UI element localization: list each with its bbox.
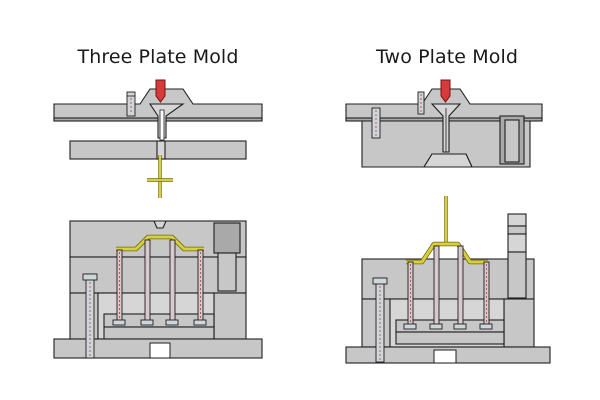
three-plate-mold-title: Three Plate Mold — [77, 46, 239, 68]
guide-pillar-icon — [372, 277, 388, 363]
bolt-icon — [126, 91, 136, 117]
two-plate-mold-title: Two Plate Mold — [376, 46, 518, 68]
sprue-icon — [148, 103, 185, 141]
moving-half — [345, 258, 551, 364]
guide-bushing-icon — [499, 115, 525, 165]
ejector-pin-icon — [112, 239, 207, 326]
nozzle-icon — [155, 79, 166, 103]
ejector-pin-icon — [403, 245, 493, 330]
molded-part-left — [116, 234, 204, 252]
guide-pillar-icon — [82, 273, 98, 359]
three-plate-mold — [53, 79, 263, 359]
nozzle-icon — [440, 79, 451, 103]
mold-body-left — [53, 220, 263, 359]
guide-pillar-icon — [507, 213, 527, 299]
bolt-icon — [371, 91, 425, 139]
runner-icon — [147, 155, 173, 198]
molded-part-right — [406, 196, 488, 265]
two-plate-mold — [345, 79, 551, 364]
sprue-icon — [430, 103, 462, 153]
